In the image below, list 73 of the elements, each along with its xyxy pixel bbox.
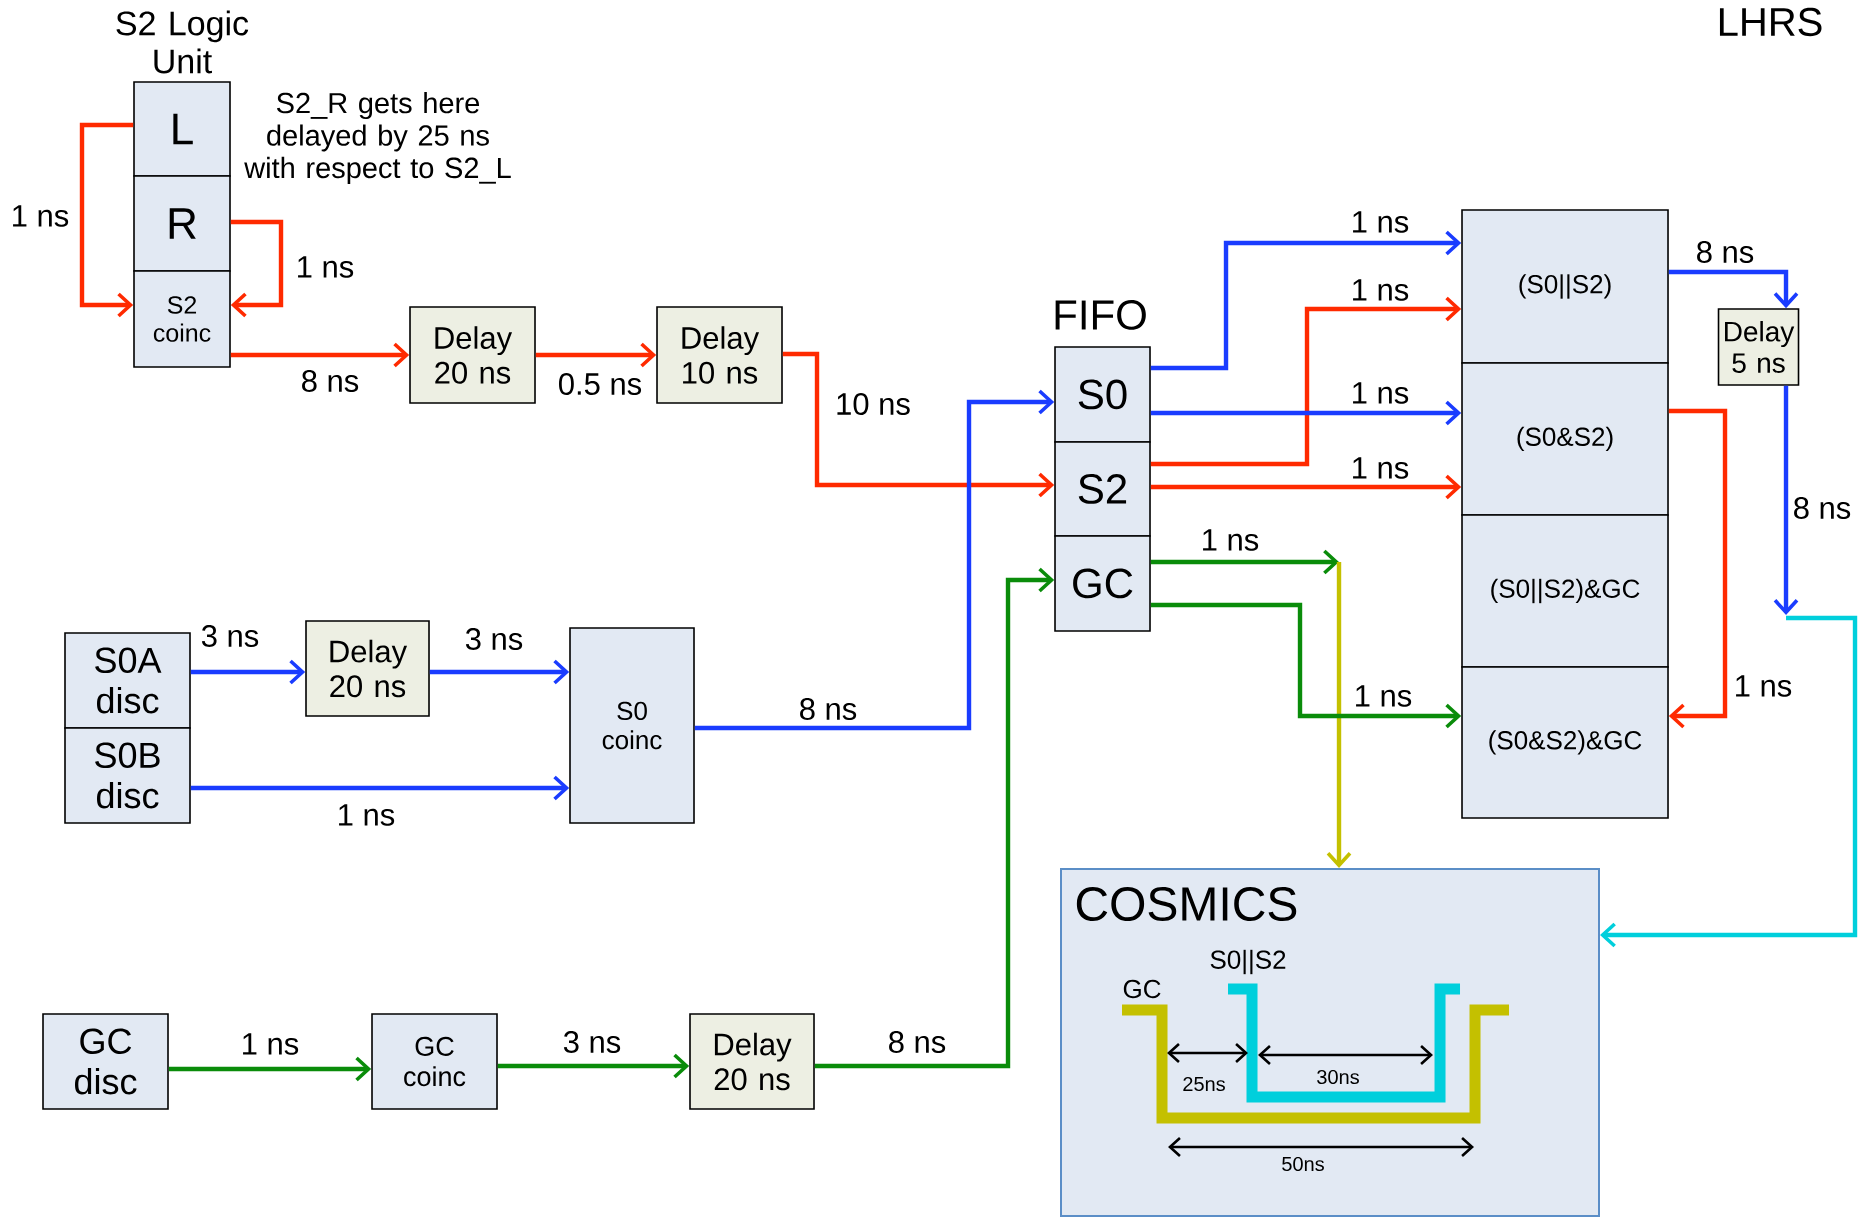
fifo-title: FIFO	[1055, 300, 1146, 330]
logic-box: (S0&S2)	[1461, 362, 1669, 516]
module-box: GC	[1054, 535, 1151, 632]
edge-label: 1 ns	[8, 203, 72, 229]
edge-label: 1 ns	[293, 254, 357, 280]
module-box: S2 coinc	[133, 270, 231, 368]
edge-label: 1 ns	[1348, 380, 1412, 406]
edge-label: 3 ns	[198, 623, 262, 649]
edge-label: 8 ns	[885, 1029, 949, 1055]
module-box: S0A disc	[64, 632, 191, 729]
signal-arrow	[1150, 296, 1462, 467]
unit-title: S2 Logic Unit	[116, 10, 249, 74]
edge-label: 1 ns	[1348, 209, 1412, 235]
edge-label: 8 ns	[796, 696, 860, 722]
edge-label: 10 ns	[833, 391, 913, 417]
signal-arrow	[1150, 474, 1462, 500]
signal-arrow	[1326, 562, 1352, 868]
module-box: S2	[1054, 441, 1151, 537]
edge-label: 1 ns	[1348, 455, 1412, 481]
edge-label: 8 ns	[1790, 495, 1854, 521]
dimension-label: 50ns	[1282, 1156, 1324, 1172]
logic-box: (S0&S2)&GC	[1461, 666, 1669, 819]
delay-box: Delay 10 ns	[656, 306, 783, 404]
signal-arrow	[79, 122, 134, 318]
signal-arrow	[782, 351, 1055, 498]
edge-label: 1 ns	[1731, 673, 1795, 699]
dimension-label: 25ns	[1183, 1076, 1225, 1092]
delay-box: Delay 20 ns	[409, 306, 536, 404]
signal-arrow	[1668, 269, 1799, 309]
signal-arrow	[1150, 549, 1339, 575]
signal-arrow	[1150, 602, 1462, 729]
module-box: S0	[1054, 346, 1151, 443]
module-box: S0B disc	[64, 727, 191, 824]
module-box: R	[133, 175, 231, 272]
signal-arrow	[1668, 408, 1728, 729]
signal-arrow	[1150, 230, 1462, 371]
signal-arrow	[190, 659, 306, 685]
signal-arrow	[535, 342, 657, 368]
edge-label: 1 ns	[1198, 527, 1262, 553]
edge-label: 1 ns	[238, 1031, 302, 1057]
module-box: GC disc	[42, 1013, 169, 1110]
signal-arrow	[1600, 615, 1858, 948]
edge-label: 1 ns	[334, 802, 398, 828]
edge-label: 8 ns	[1693, 239, 1757, 265]
signal-arrow	[814, 567, 1055, 1069]
edge-label: 3 ns	[462, 626, 526, 652]
signal-label: GC	[1123, 979, 1161, 999]
edge-label: 3 ns	[560, 1029, 624, 1055]
signal-arrow	[1773, 385, 1799, 615]
corner-label: LHRS	[1719, 7, 1822, 37]
signal-label: S0||S2	[1210, 949, 1286, 975]
signal-arrow	[230, 219, 284, 318]
signal-arrow	[1150, 400, 1462, 426]
module-box: S0 coinc	[569, 627, 695, 824]
edge-label: 1 ns	[1351, 683, 1415, 709]
module-box: GC coinc	[371, 1013, 498, 1110]
dimension-label: 30ns	[1317, 1069, 1359, 1085]
delay-box: Delay 20 ns	[305, 620, 430, 717]
signal-arrow	[190, 775, 570, 801]
delay-box: Delay 5 ns	[1717, 308, 1800, 386]
delay-box: Delay 20 ns	[689, 1013, 815, 1110]
edge-label: 8 ns	[298, 368, 362, 394]
signal-arrow	[230, 342, 410, 368]
signal-arrow	[497, 1053, 690, 1079]
module-box: L	[133, 81, 231, 177]
note-text: S2_R gets here delayed by 25 ns with respect to S2_L	[244, 92, 511, 184]
signal-arrow	[429, 659, 570, 685]
signal-arrow	[168, 1056, 372, 1082]
logic-box: (S0||S2)	[1461, 209, 1669, 364]
signal-arrow	[694, 389, 1055, 731]
logic-box: (S0||S2)&GC	[1461, 514, 1669, 668]
edge-label: 0.5 ns	[555, 371, 645, 397]
edge-label: 1 ns	[1348, 277, 1412, 303]
